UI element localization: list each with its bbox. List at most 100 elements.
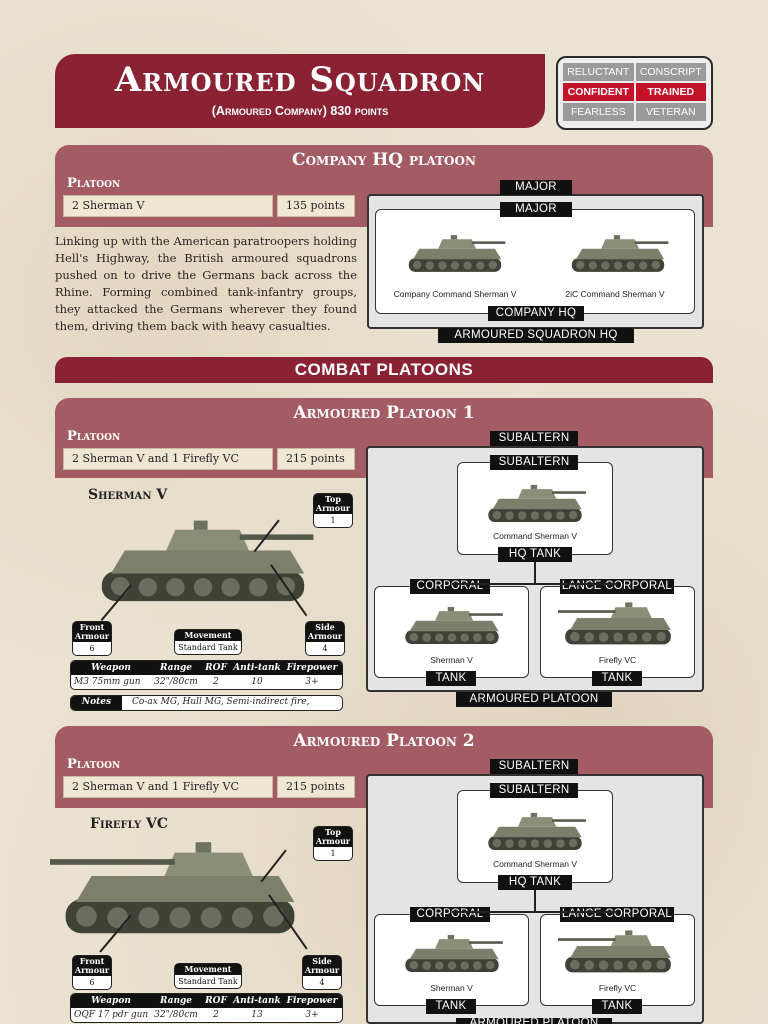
platoon1-tank-name: Sherman V [88,487,168,503]
front-armour-label2: Armour [74,631,110,641]
range-header: Range [159,663,193,673]
platoon2-tank-name: Firefly VC [90,816,169,832]
movement-label: Movement [175,964,241,975]
side-armour-label2: Armour [307,631,343,641]
platoon1-option: 2 Sherman V and 1 Firefly VC [63,448,273,470]
p2-command-sherman-icon [482,810,588,854]
page-title: Armoured Squadron [114,60,486,100]
skill-fearless: FEARLESS [563,103,634,121]
p1-right-caption: Firefly VC [598,655,637,665]
front-armour-label2: Armour [74,965,110,975]
platoon2-platoon-label: Platoon [67,757,121,772]
platoon1-platoon-label: Platoon [67,429,121,444]
p2-left-caption: Sherman V [430,983,473,993]
hq-points: 135 points [277,195,355,217]
p2-cmd-bottom-tag: HQ TANK [498,875,572,890]
hq-tank1-caption: Company Command Sherman V [393,289,517,299]
p1-right-bottom-tag: TANK [592,671,642,686]
p2-right-top-tag: LANCE CORPORAL [560,907,674,922]
side-armour-label1: Side [315,622,335,632]
hq-tank2-caption: 2iC Command Sherman V [565,289,665,299]
p2-firefly-vc-icon [556,928,680,976]
platoon1-heading: Armoured Platoon 1 [293,403,475,423]
p2-right-bottom-tag: TANK [592,999,642,1014]
p2-cmd-caption: Command Sherman V [492,859,578,869]
hq-option: 2 Sherman V [63,195,273,217]
weapon-antitank: 10 [251,677,263,687]
p2-sherman-v-icon [399,932,505,976]
p1-outer-bottom-tag: ARMOURED PLATOON [456,692,612,707]
top-armour-label2: Armour [315,503,351,513]
p1-command-sherman-icon [482,482,588,526]
side-armour-value: 4 [322,644,328,653]
notes-label: Notes [71,696,123,710]
p1-left-bottom-tag: TANK [426,671,476,686]
platoon2-points: 215 points [277,776,355,798]
p2-connector-horiz [452,911,617,913]
platoon2-option: 2 Sherman V and 1 Firefly VC [63,776,273,798]
2ic-command-tank-icon [565,233,671,275]
skill-reluctant: RELUCTANT [563,63,634,81]
page-subtitle: (Armoured Company) 830 points [211,104,389,118]
weapon-range: 32"/80cm [154,1010,198,1020]
hq-inner-bottom-tag: COMPANY HQ [488,306,584,321]
weapon-header: Weapon [91,996,131,1006]
platoon2-heading: Armoured Platoon 2 [293,731,475,751]
top-armour-label2: Armour [315,836,351,846]
platoon1-weapon-table: Weapon Range ROF Anti-tank Firepower M3 … [70,660,343,690]
movement-value: Standard Tank [178,977,238,986]
weapon-firepower: 3+ [305,677,319,687]
rof-header: ROF [205,996,227,1006]
platoon1-points: 215 points [277,448,355,470]
front-armour-value: 6 [89,644,95,653]
range-header: Range [159,996,193,1006]
platoon2-weapon-table: Weapon Range ROF Anti-tank Firepower OQF… [70,993,343,1023]
hq-outer-bottom-tag: ARMOURED SQUADRON HQ [438,328,634,343]
p1-outer-top-tag: SUBALTERN [490,431,578,446]
hq-platoon-label: Platoon [67,176,121,191]
firepower-header: Firepower [286,996,338,1006]
p1-left-caption: Sherman V [430,655,473,665]
movement-value: Standard Tank [178,643,238,652]
p1-connector-vert [534,562,536,584]
hq-outer-top-tag: MAJOR [500,180,572,195]
front-armour-label1: Front [79,622,105,632]
p1-left-top-tag: CORPORAL [410,579,490,594]
hq-description: Linking up with the American paratrooper… [55,234,357,333]
p1-cmd-top-tag: SUBALTERN [490,455,578,470]
platoon2-movement: Movement Standard Tank [174,963,242,989]
weapon-firepower: 3+ [305,1010,319,1020]
sherman-v-tank-icon [88,502,318,622]
antitank-header: Anti-tank [233,996,281,1006]
skill-veteran: VETERAN [635,103,706,121]
antitank-header: Anti-tank [233,663,281,673]
firepower-header: Firepower [286,663,338,673]
p1-sherman-v-icon [399,604,505,648]
side-armour-value: 4 [319,978,325,987]
combat-platoons-banner: COMBAT PLATOONS [55,357,713,383]
title-banner: Armoured Squadron (Armoured Company) 830… [55,54,545,128]
side-armour-label2: Armour [304,965,340,975]
firefly-vc-tank-icon [50,830,310,948]
p2-connector-vert [534,890,536,912]
p2-cmd-top-tag: SUBALTERN [490,783,578,798]
top-armour-value: 1 [330,516,336,525]
weapon-antitank: 13 [251,1010,263,1020]
front-armour-value: 6 [89,978,95,987]
weapon-rof: 2 [213,1010,219,1020]
weapon-header: Weapon [91,663,131,673]
rof-header: ROF [205,663,227,673]
p1-right-top-tag: LANCE CORPORAL [560,579,674,594]
p1-cmd-bottom-tag: HQ TANK [498,547,572,562]
hq-inner-top-tag: MAJOR [500,202,572,217]
weapon-rof: 2 [213,677,219,687]
p2-outer-bottom-tag: ARMOURED PLATOON [456,1018,612,1024]
weapon-name: OQF 17 pdr gun [74,1010,149,1020]
skill-table: RELUCTANT CONSCRIPT CONFIDENT TRAINED FE… [556,56,713,130]
